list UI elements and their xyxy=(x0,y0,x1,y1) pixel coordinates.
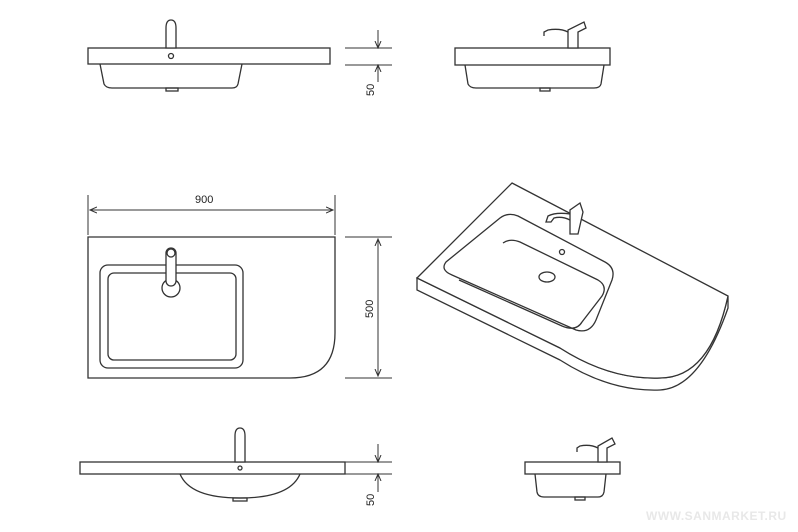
faucet-icon xyxy=(165,247,177,287)
faucet-icon xyxy=(597,437,616,463)
front-view-bottom xyxy=(79,427,346,502)
isometric-view xyxy=(415,182,729,391)
faucet-icon xyxy=(234,427,246,463)
height-dimension-top: 50 xyxy=(345,30,392,96)
height-label-top: 50 xyxy=(365,84,377,96)
watermark: WWW.SANMARKET.RU xyxy=(646,509,787,523)
plan-view xyxy=(87,236,336,379)
side-view-bottom xyxy=(524,437,621,501)
faucet-icon xyxy=(567,21,587,49)
height-dimension-bottom: 50 xyxy=(345,444,392,506)
width-dimension: 900 xyxy=(87,194,336,235)
side-view-top xyxy=(454,21,611,92)
front-view-top xyxy=(87,19,331,92)
faucet-icon xyxy=(165,19,177,49)
depth-dimension: 500 xyxy=(345,236,392,379)
depth-label: 500 xyxy=(364,300,376,318)
height-label-bottom: 50 xyxy=(365,494,377,506)
width-label: 900 xyxy=(195,194,213,206)
